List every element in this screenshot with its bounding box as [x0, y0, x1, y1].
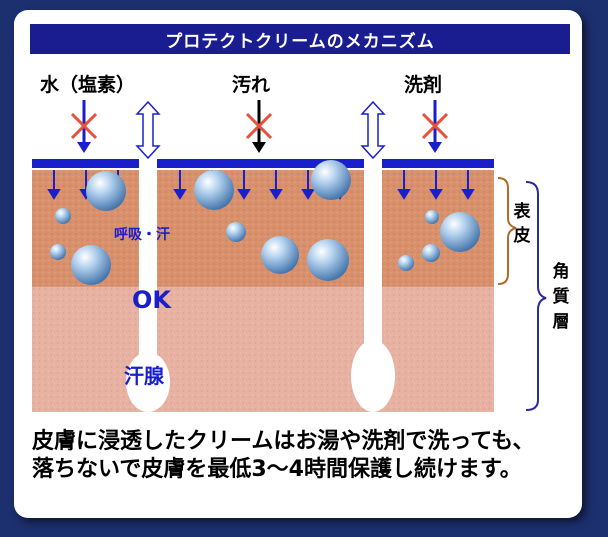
bubble [86, 171, 126, 211]
bubble [261, 236, 299, 274]
blocked-dirt-arrow [245, 100, 273, 153]
cream-layer [32, 159, 494, 168]
bubble [440, 212, 480, 252]
label-sweat-gland: 汗腺 [124, 364, 164, 388]
sweat-gland-left [126, 160, 170, 412]
dermis-layer [32, 286, 494, 412]
label-epidermis: 表 皮 [513, 202, 531, 246]
bubble [425, 210, 439, 224]
pore-airflow-arrow-right [360, 100, 386, 160]
bubble [422, 244, 440, 262]
pore-airflow-arrow-left [135, 100, 161, 160]
cream-bar-1 [32, 159, 139, 168]
label-stratum-corneum: 角 質 層 [552, 262, 570, 332]
label-dirt: 汚れ [232, 74, 271, 96]
cream-bar-3 [382, 159, 494, 168]
bubble [307, 239, 349, 281]
blocked-water-arrow [70, 100, 98, 153]
bubble [194, 170, 234, 210]
label-detergent: 洗剤 [404, 74, 443, 96]
epidermis-bracket [497, 177, 517, 285]
bubble [71, 245, 111, 285]
sweat-gland-right [351, 160, 395, 412]
label-water: 水（塩素） [40, 74, 136, 96]
blocked-detergent-arrow [421, 100, 449, 153]
bubble [311, 160, 351, 200]
label-ok: OK [132, 286, 171, 314]
bubble [226, 222, 246, 242]
label-breath-sweat: 呼吸・汗 [114, 227, 170, 243]
cream-bar-2 [157, 159, 364, 168]
skin-mechanism-diagram [32, 100, 547, 412]
stratum-corneum-bracket [525, 181, 547, 411]
cream-bubbles [50, 160, 480, 285]
bubble [398, 255, 414, 271]
page-title: プロテクトクリームのメカニズム [30, 24, 570, 54]
bubble [50, 244, 66, 260]
caption-line-1: 皮膚に浸透したクリームはお湯や洗剤で洗っても、 [32, 429, 535, 454]
bubble [55, 208, 71, 224]
diagram-card: プロテクトクリームのメカニズム 水（塩素） 汚れ 洗剤 [14, 10, 582, 518]
caption: 皮膚に浸透したクリームはお湯や洗剤で洗っても、 落ちないで皮膚を最低3〜4時間保… [32, 428, 572, 484]
caption-line-2: 落ちないで皮膚を最低3〜4時間保護し続けます。 [32, 457, 522, 482]
